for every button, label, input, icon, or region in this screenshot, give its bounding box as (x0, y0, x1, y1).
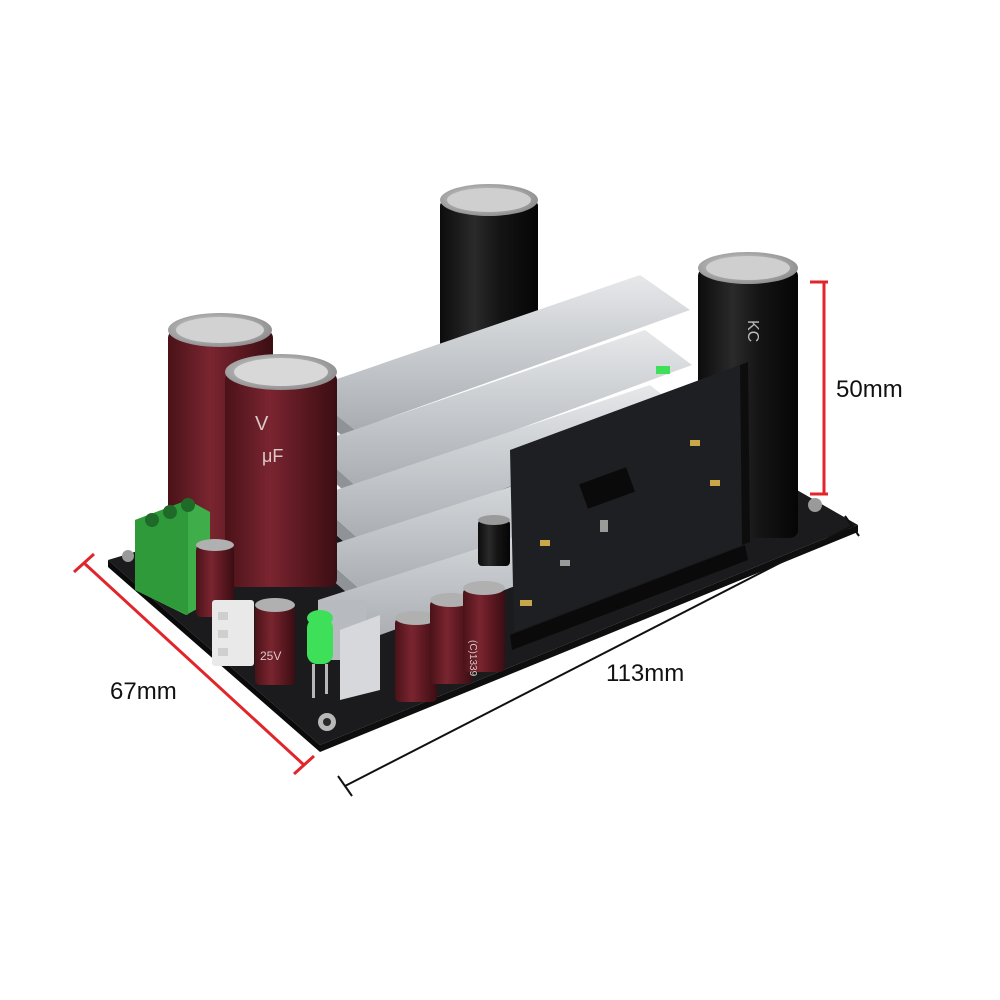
capacitor-brown-front: V μF (225, 354, 337, 587)
dimension-depth-line (72, 552, 316, 776)
pin-header (510, 545, 748, 650)
small-capacitor-front-1 (395, 611, 437, 702)
small-capacitor-black (478, 515, 510, 566)
depth-dimension-label: 67mm (110, 678, 177, 705)
brown-capacitor-unit: μF (262, 446, 283, 466)
small-capacitor-left (196, 539, 234, 617)
brown-capacitor-mark: V (255, 413, 269, 435)
daughter-board (510, 362, 750, 632)
height-dimension-label: 50mm (836, 376, 903, 403)
dimension-width-line (337, 515, 860, 797)
small-capacitor-front-2 (430, 593, 472, 684)
terminal-block (135, 498, 210, 615)
black-capacitor-mark: KC (744, 320, 761, 342)
small-capacitor-code: (C)1339 (467, 640, 478, 677)
green-led (307, 610, 333, 698)
small-capacitor-front-3: (C)1339 (463, 581, 505, 677)
dimension-height-line (810, 280, 828, 496)
white-connector (212, 600, 254, 666)
width-dimension-label: 113mm (606, 660, 685, 687)
small-capacitor-mid: 25V (255, 598, 295, 685)
small-capacitor-mark: 25V (260, 649, 281, 663)
